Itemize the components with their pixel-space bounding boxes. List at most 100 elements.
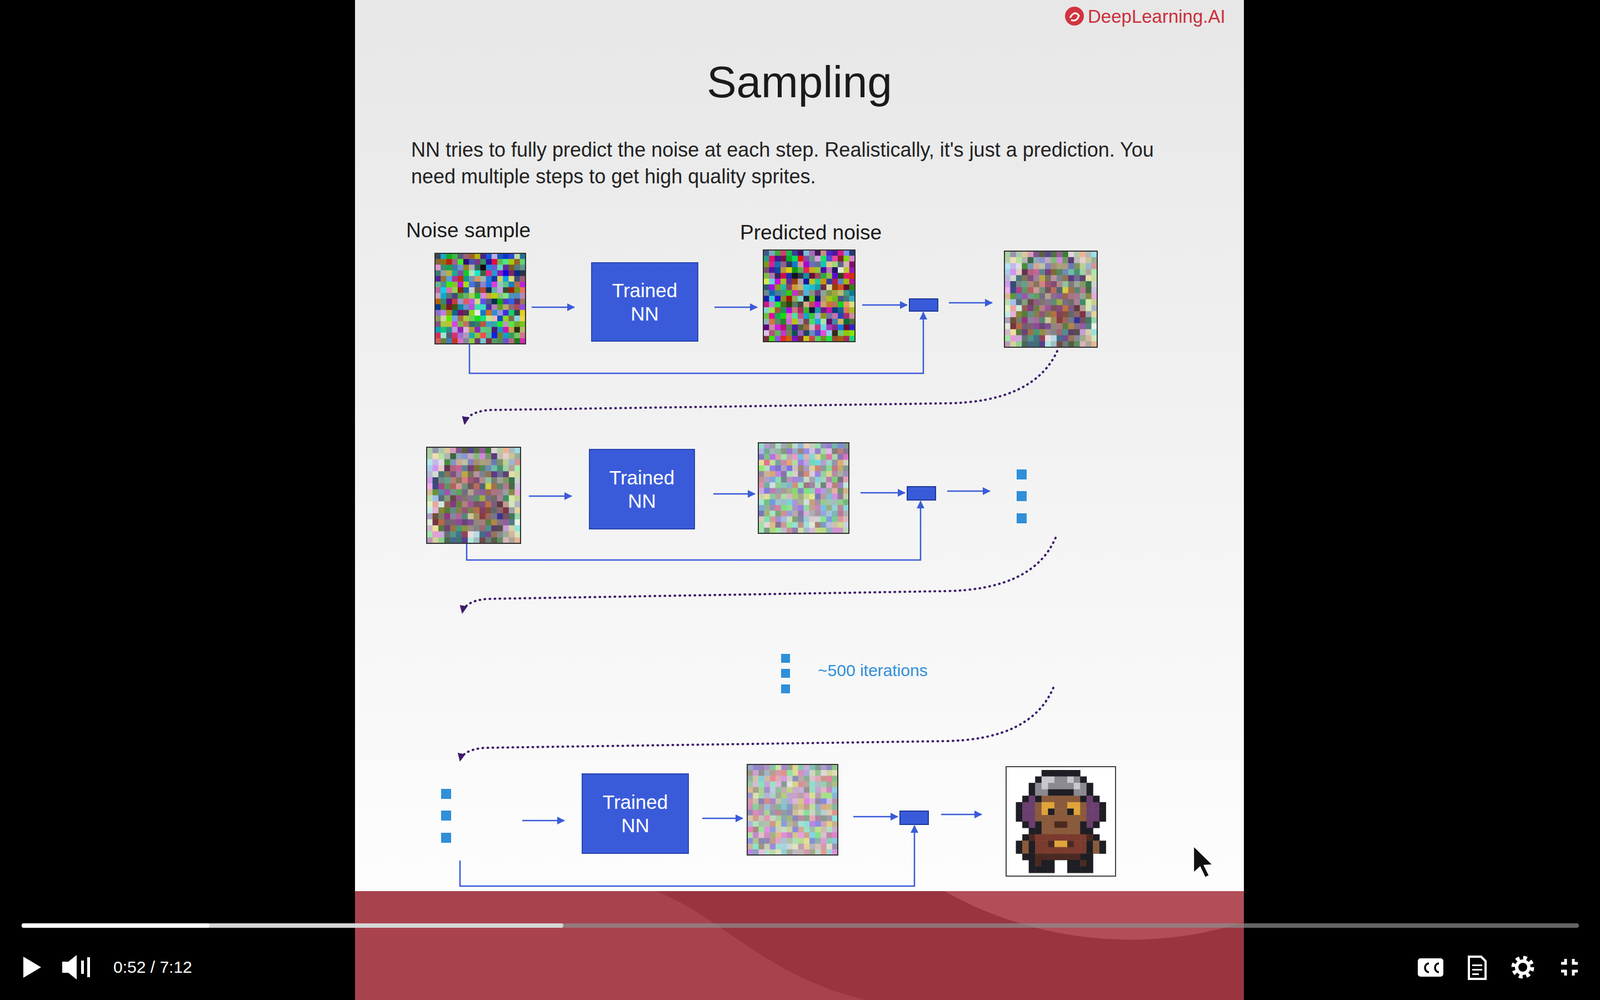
- noise-image: [435, 253, 527, 345]
- noise-pixel: [467, 483, 474, 490]
- noise-pixel: [843, 255, 850, 262]
- noise-pixel: [770, 837, 777, 844]
- noise-pixel: [1027, 275, 1034, 282]
- noise-pixel: [452, 287, 459, 294]
- noise-pixel: [803, 787, 810, 794]
- noise-pixel: [1068, 251, 1075, 258]
- noise-pixel: [1021, 281, 1028, 288]
- noise-pixel: [820, 324, 827, 331]
- noise-pixel: [763, 510, 770, 517]
- sprite-image: [1006, 766, 1116, 877]
- sprite-pixel: [1035, 860, 1042, 867]
- sprite-pixel: [1041, 815, 1049, 822]
- noise-pixel: [803, 296, 810, 303]
- noise-pixel: [514, 453, 521, 460]
- sprite-pixel: [1073, 795, 1081, 803]
- noise-pixel: [763, 250, 770, 257]
- noise-pixel: [763, 460, 770, 467]
- player-controls: [1472, 964, 1483, 967]
- noise-pixel: [775, 312, 782, 319]
- noise-pixel: [803, 510, 810, 517]
- noise-pixel: [843, 453, 850, 460]
- noise-pixel: [463, 310, 470, 317]
- noise-pixel: [456, 483, 463, 490]
- noise-pixel: [467, 477, 474, 484]
- process-box: Trained NN: [591, 262, 699, 342]
- noise-pixel: [1062, 341, 1069, 348]
- noise-pixel: [1062, 329, 1069, 336]
- noise-pixel: [826, 442, 833, 449]
- noise-pixel: [758, 792, 765, 799]
- noise-pixel: [764, 843, 771, 850]
- noise-pixel: [849, 307, 856, 314]
- noise-pixel: [1051, 329, 1058, 336]
- noise-pixel: [820, 815, 827, 822]
- noise-pixel: [491, 281, 498, 288]
- image-border: [1004, 251, 1098, 348]
- noise-pixel: [480, 298, 487, 305]
- sprite-pixel: [1022, 847, 1029, 854]
- noise-pixel: [514, 471, 521, 478]
- noise-pixel: [820, 510, 827, 517]
- noise-pixel: [768, 330, 775, 337]
- noise-pixel: [1045, 257, 1052, 264]
- noise-pixel: [520, 315, 527, 322]
- noise-pixel: [809, 810, 816, 817]
- noise-pixel: [474, 315, 481, 322]
- noise-pixel: [452, 292, 459, 299]
- noise-pixel: [479, 513, 486, 520]
- sprite-pixel: [1067, 808, 1074, 815]
- noise-pixel: [1033, 287, 1040, 294]
- noise-pixel: [781, 770, 788, 777]
- noise-pixel: [1085, 299, 1092, 306]
- noise-pixel: [843, 278, 850, 285]
- noise-pixel: [440, 310, 447, 317]
- noise-pixel: [1051, 341, 1058, 348]
- noise-pixel: [1080, 299, 1087, 306]
- sprite-pixel: [1022, 834, 1029, 842]
- noise-pixel: [832, 296, 839, 303]
- noise-pixel: [497, 477, 504, 484]
- flow-arrow: [713, 493, 755, 495]
- noise-pixel: [809, 312, 816, 319]
- noise-pixel: [747, 764, 754, 771]
- sprite-pixel: [1047, 789, 1055, 797]
- noise-pixel: [815, 471, 822, 478]
- noise-pixel: [843, 527, 850, 534]
- noise-pixel: [514, 507, 521, 514]
- subtract-op: [900, 298, 938, 825]
- noise-pixel: [486, 292, 493, 299]
- noise-pixel: [491, 453, 498, 460]
- noise-pixel: [440, 287, 447, 294]
- noise-pixel: [786, 792, 793, 799]
- noise-pixel: [820, 770, 827, 777]
- noise-pixel: [849, 255, 856, 262]
- noise-pixel: [446, 287, 453, 294]
- noise-pixel: [440, 264, 447, 271]
- noise-pixel: [837, 527, 844, 534]
- noise-pixel: [452, 258, 459, 265]
- noise-pixel: [468, 270, 475, 277]
- noise-pixel: [432, 537, 439, 544]
- noise-pixel: [837, 324, 844, 331]
- noise-pixel: [426, 525, 433, 532]
- noise-pixel: [1039, 323, 1046, 330]
- noise-pixel: [1085, 317, 1092, 324]
- noise-pixel: [450, 495, 457, 502]
- noise-pixel: [809, 764, 816, 771]
- noise-pixel: [792, 301, 799, 308]
- noise-pixel: [1039, 317, 1046, 324]
- noise-pixel: [485, 537, 492, 544]
- noise-pixel: [1085, 268, 1092, 275]
- sprite-pixel: [1028, 789, 1036, 797]
- noise-pixel: [508, 321, 515, 328]
- noise-pixel: [815, 821, 822, 828]
- noise-pixel: [820, 442, 827, 449]
- noise-pixel: [514, 310, 521, 317]
- noise-pixel: [426, 495, 433, 502]
- sprite-pixel: [1061, 808, 1068, 815]
- sprite-pixel: [1092, 847, 1100, 854]
- noise-pixel: [849, 267, 856, 274]
- sprite-pixel: [1022, 795, 1029, 803]
- noise-pixel: [1068, 287, 1075, 294]
